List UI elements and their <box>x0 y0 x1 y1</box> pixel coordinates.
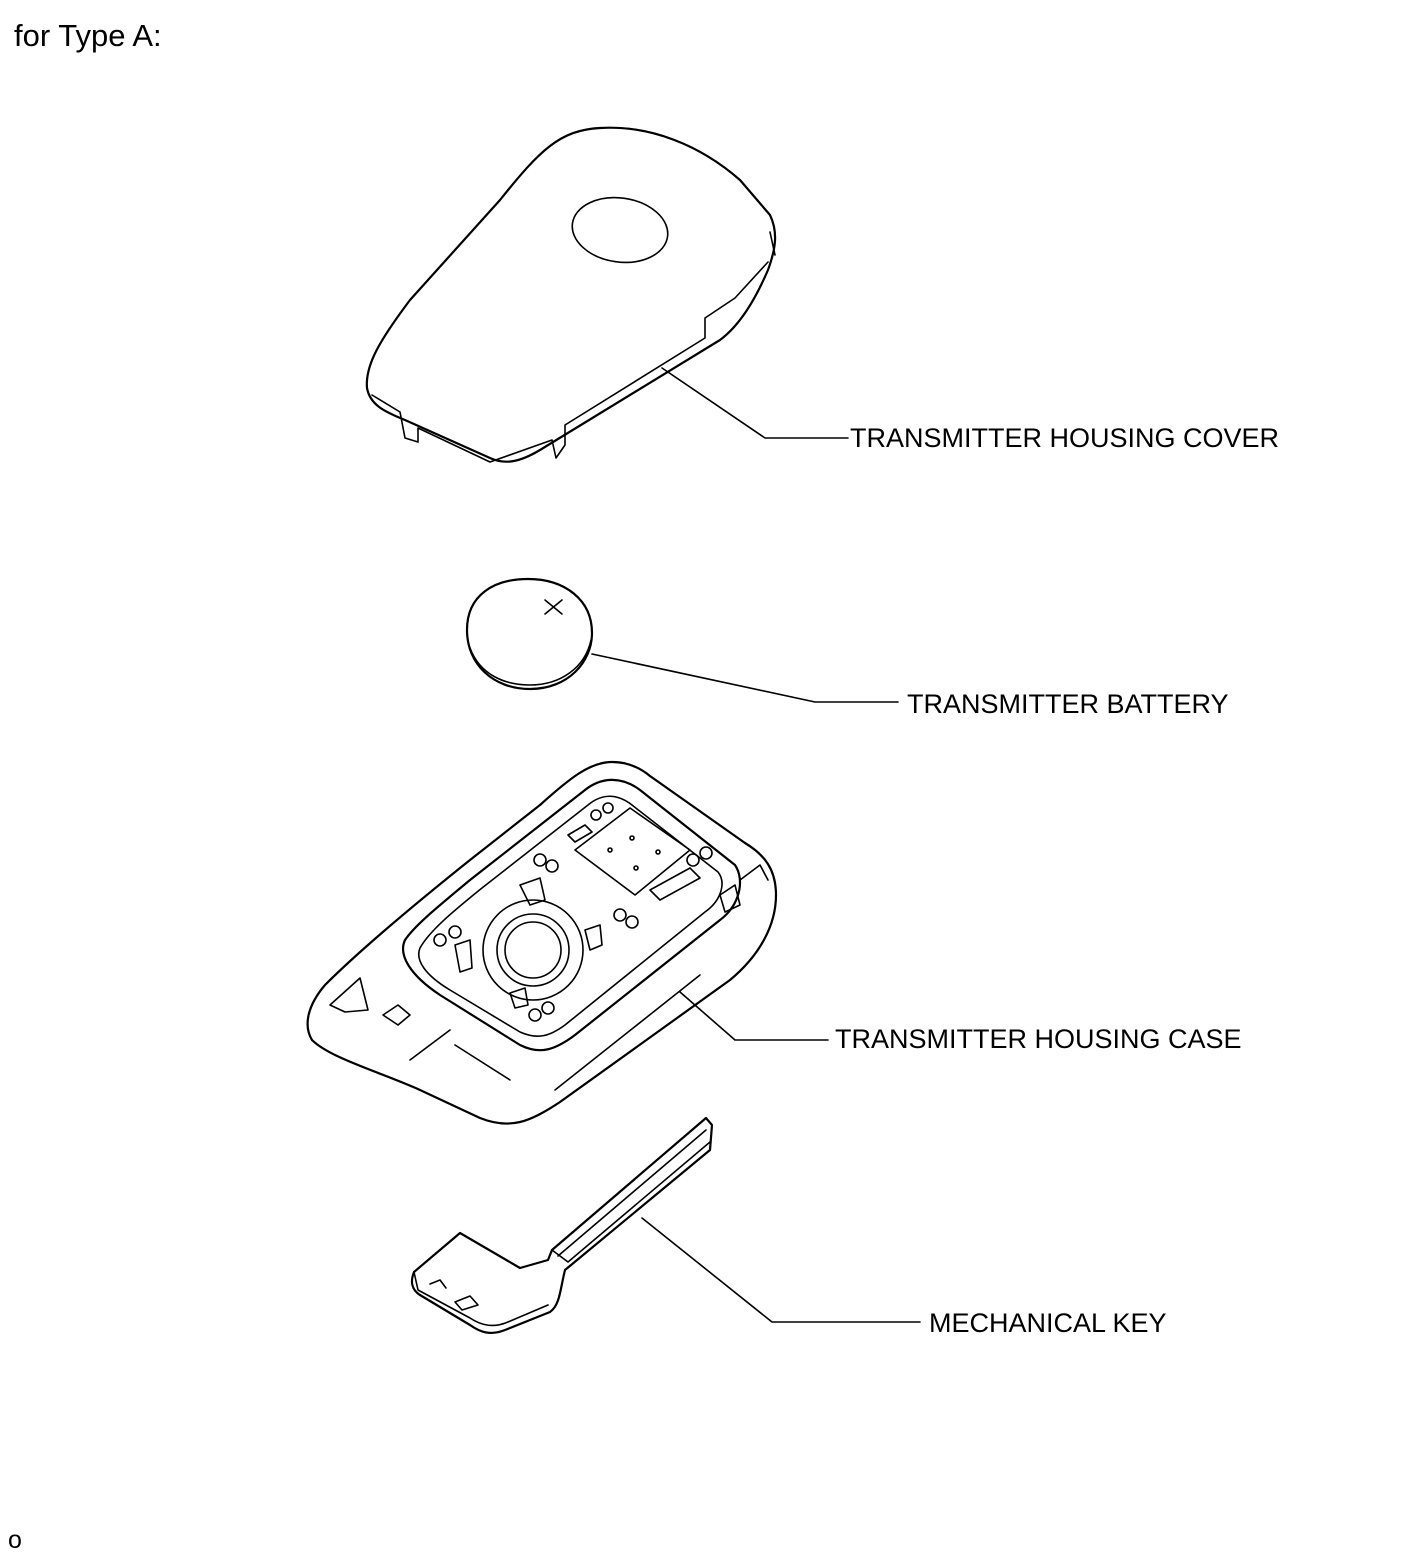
leader-line-battery <box>591 653 899 703</box>
battery-part <box>465 577 594 691</box>
leader-line-case <box>679 991 829 1041</box>
callout-transmitter-battery: TRANSMITTER BATTERY <box>907 689 1229 719</box>
callout-transmitter-housing-cover: TRANSMITTER HOUSING COVER <box>850 423 1280 453</box>
leader-line-key <box>641 1217 921 1323</box>
callout-transmitter-housing-case: TRANSMITTER HOUSING CASE <box>835 1024 1242 1054</box>
mechanical-key-part <box>410 1116 714 1334</box>
diagram-heading: for Type A: <box>14 18 162 53</box>
housing-cover-part <box>365 126 777 463</box>
callout-mechanical-key: MECHANICAL KEY <box>929 1308 1167 1338</box>
leader-line-cover <box>661 367 849 439</box>
housing-case-part <box>306 760 778 1125</box>
footer-mark: o <box>8 1526 22 1554</box>
